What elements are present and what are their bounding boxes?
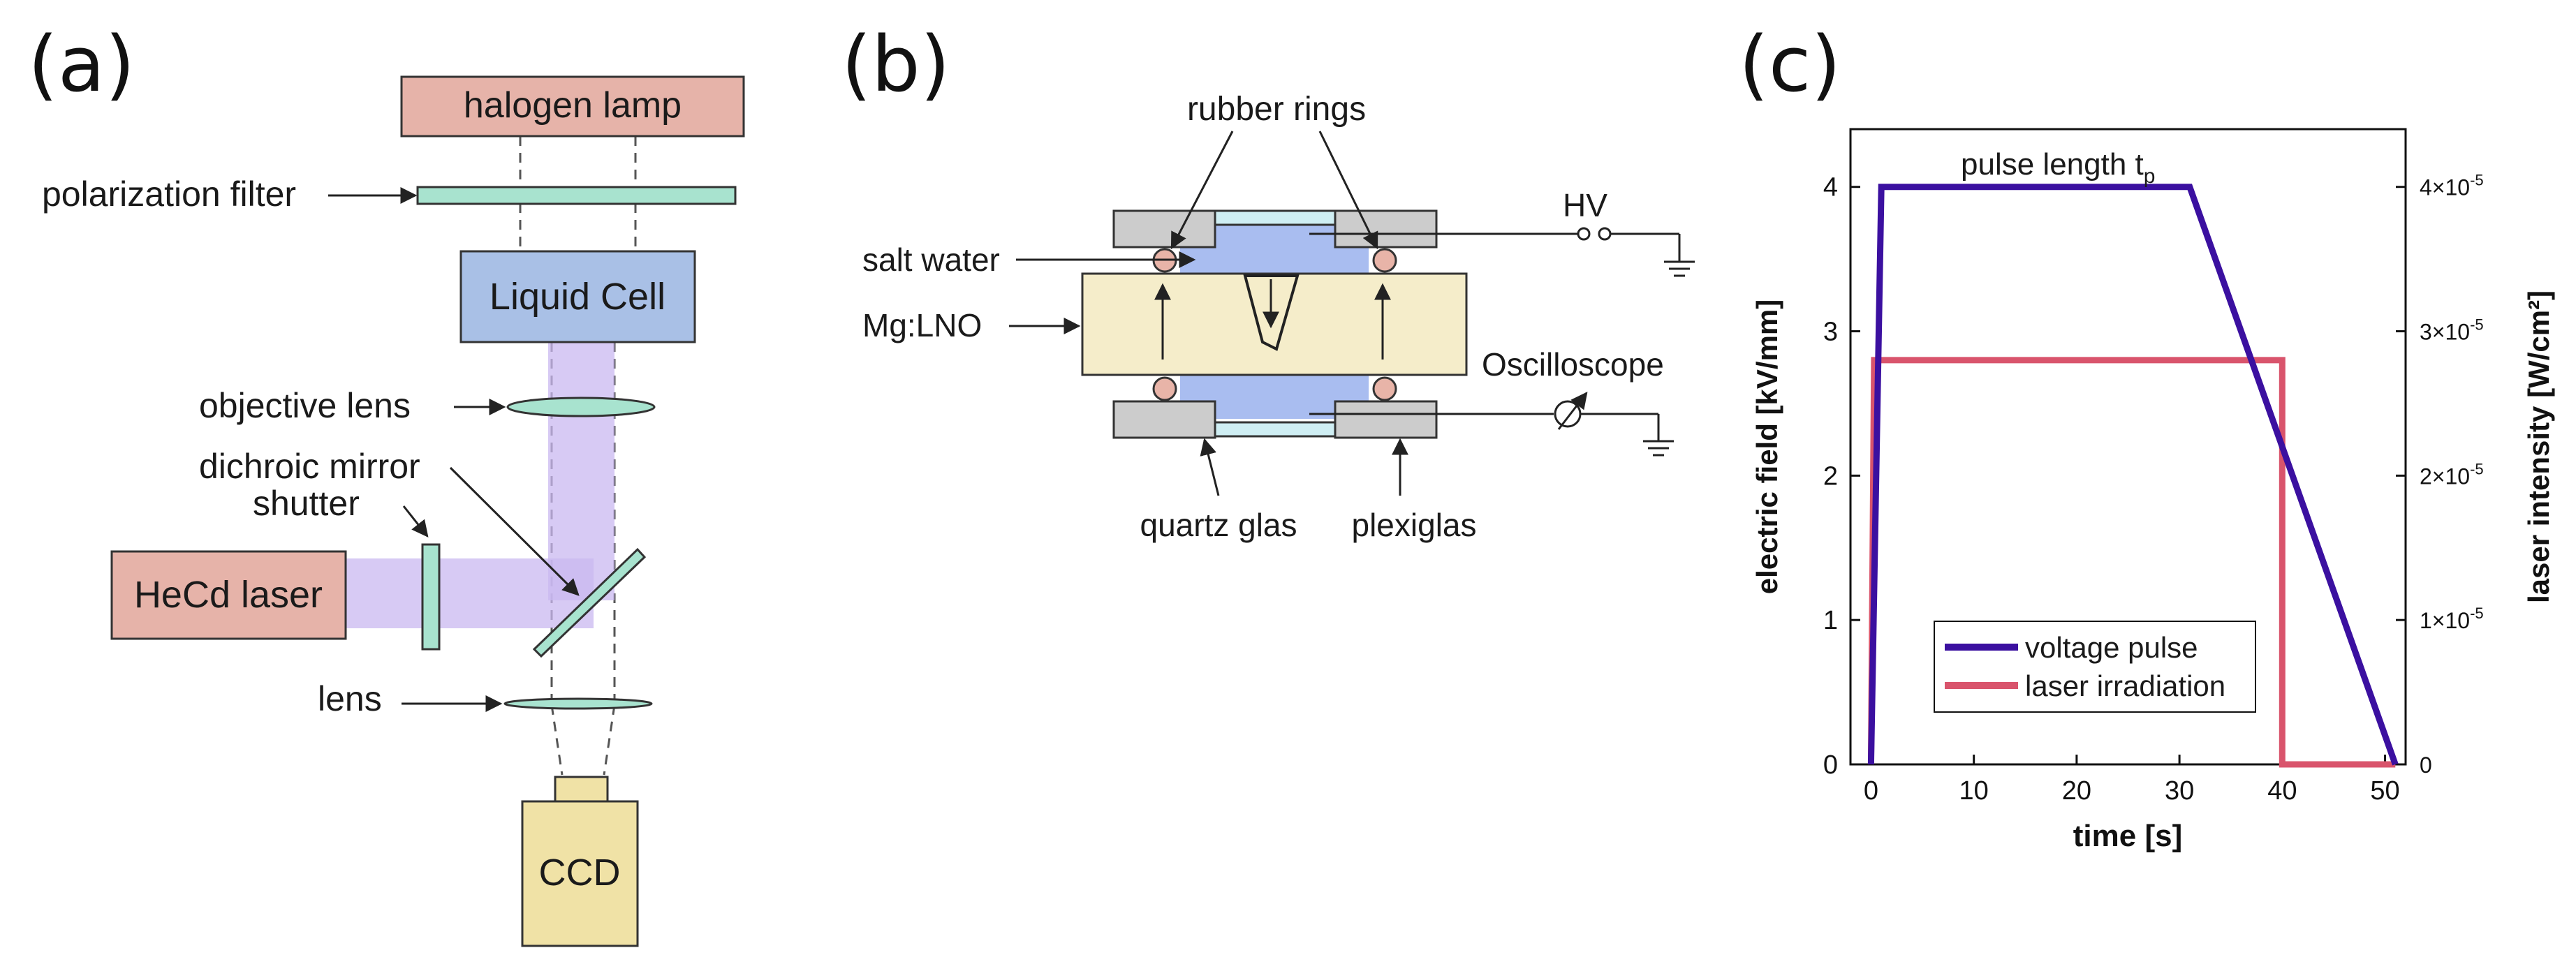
legend-label-voltage: voltage pulse — [2025, 631, 2198, 664]
plot-frame — [1849, 128, 2407, 766]
x-tick-label: 20 — [2062, 776, 2091, 806]
laser-beam-vertical — [548, 321, 614, 600]
halogen-lamp-box — [400, 75, 745, 138]
objective-lens — [506, 397, 656, 417]
y2-tick-label: 3×10-5 — [2420, 316, 2484, 345]
y-tick-label: 2 — [1823, 461, 1838, 491]
oscilloscope-icon — [1557, 392, 1588, 430]
y2-tick-label: 2×10-5 — [2420, 460, 2484, 489]
quartz-glas-bottom — [1214, 421, 1337, 438]
shutter — [421, 543, 441, 651]
rubber-rings-label: rubber rings — [1187, 91, 1366, 128]
ccd-window — [554, 776, 609, 803]
liquid-cell-box — [459, 250, 696, 343]
panel-b-tag: (b) — [841, 20, 950, 109]
halogen-lamp-label: halogen lamp — [464, 85, 682, 126]
panel-a: (a) halogen lamp polarization filter Liq… — [28, 20, 745, 947]
domain-wedge — [1243, 274, 1300, 351]
hecd-laser-label: HeCd laser — [134, 574, 323, 616]
quartz-glas-label: quartz glas — [1140, 507, 1297, 543]
x-axis-label: time [s] — [2073, 819, 2182, 853]
hv-label: HV — [1563, 187, 1607, 223]
arrow — [1170, 131, 1234, 250]
arrow — [402, 505, 429, 538]
lens-label: lens — [318, 679, 382, 718]
arrow — [1200, 438, 1220, 496]
y-axis-label: electric field [kV/mm] — [1751, 299, 1783, 594]
panel-c-tag: (c) — [1739, 20, 1841, 109]
panel-b: (b) rubber rings salt water Mg:LNO — [841, 20, 1695, 543]
y2-tick-label: 0 — [2420, 753, 2432, 778]
plexiglas-bottom-left — [1112, 400, 1216, 439]
legend-label-laser: laser irradiation — [2025, 669, 2225, 702]
pulse-length-annotation: pulse length tp — [1961, 147, 2155, 188]
mg-lno-label: Mg:LNO — [862, 307, 982, 343]
oscilloscope-label: Oscilloscope — [1482, 346, 1664, 383]
y-tick-label: 4 — [1823, 173, 1838, 202]
legend-box — [1934, 621, 2256, 713]
dichroic-mirror — [532, 547, 647, 658]
plexiglas-top-left — [1112, 209, 1216, 249]
plexiglas-bottom-right — [1334, 400, 1438, 439]
mg-lno-crystal — [1081, 272, 1468, 376]
lens — [503, 697, 653, 710]
liquid-cell-label: Liquid Cell — [490, 276, 665, 318]
rubber-ring — [1152, 376, 1177, 401]
x-tick-label: 50 — [2370, 776, 2399, 806]
y-tick-label: 3 — [1823, 318, 1838, 347]
y2-tick-label: 1×10-5 — [2420, 605, 2484, 633]
dichroic-mirror-label: dichroic mirror — [199, 447, 420, 486]
legend: voltage pulse laser irradiation — [1934, 621, 2256, 713]
shutter-label: shutter — [253, 484, 360, 523]
y2-axis-label: laser intensity [W/cm²] — [2522, 290, 2555, 603]
y-tick-label: 1 — [1823, 606, 1838, 635]
x-tick-label: 0 — [1864, 776, 1878, 806]
polarization-filter-label: polarization filter — [42, 175, 296, 214]
series-layer — [1867, 184, 2399, 768]
rubber-ring — [1372, 376, 1397, 401]
dashed-path — [550, 704, 564, 776]
hv-terminal — [1598, 227, 1612, 241]
hecd-laser-box — [110, 550, 347, 640]
ccd-box — [521, 800, 639, 947]
plexiglas-label: plexiglas — [1352, 507, 1477, 543]
x-tick-label: 30 — [2165, 776, 2194, 806]
arrow — [1318, 131, 1378, 250]
arrow — [449, 466, 580, 596]
x-tick-label: 10 — [1959, 776, 1989, 806]
series-line-voltage-pulse — [1867, 184, 2399, 766]
rubber-ring — [1372, 248, 1397, 273]
x-tick-label: 40 — [2267, 776, 2297, 806]
y2-tick-label: 4×10-5 — [2420, 172, 2484, 200]
y-tick-label: 0 — [1823, 750, 1838, 780]
hv-terminal — [1577, 227, 1591, 241]
panel-a-tag: (a) — [28, 20, 135, 109]
plexiglas-top-right — [1334, 209, 1438, 249]
dashed-path — [603, 704, 616, 776]
objective-lens-label: objective lens — [199, 386, 411, 425]
salt-water-label: salt water — [862, 242, 1000, 278]
polarization-filter — [416, 186, 737, 205]
ccd-label: CCD — [539, 852, 621, 894]
quartz-glas-top — [1214, 209, 1337, 226]
